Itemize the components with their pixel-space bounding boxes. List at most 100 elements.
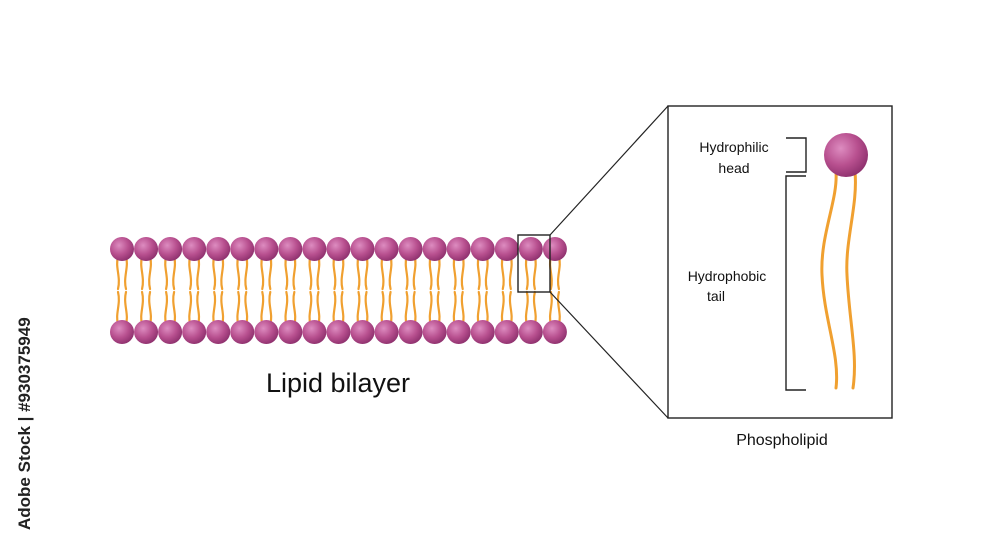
bilayer-tail-top [220,255,225,291]
bilayer-tail-bottom [380,290,385,326]
bilayer-tail-bottom [524,290,529,326]
bilayer-tail-bottom [196,290,201,326]
bilayer-tail-bottom [148,290,152,326]
bilayer-label: Lipid bilayer [266,368,410,398]
bilayer-tail-top [116,255,120,291]
bilayer-head-bottom [350,320,375,344]
bilayer-head-top [494,237,519,261]
bilayer-tail-top [500,255,505,291]
bilayer-head-bottom [326,320,351,344]
bilayer-head-top [422,237,447,261]
bilayer-head-top [398,237,423,261]
bilayer-tail-bottom [188,290,193,326]
bilayer-head-top [470,237,495,261]
bilayer-tail-top [380,255,385,291]
head-bracket [786,137,807,173]
bilayer-head-top [518,237,543,261]
bilayer-head-top [374,237,399,261]
bilayer-tail-top [428,255,433,291]
bilayer-head-bottom [398,320,423,344]
bilayer-tail-bottom [236,290,241,326]
bilayer-tail-bottom [332,290,337,326]
bilayer-tail-bottom [260,290,265,326]
lipid-bilayer [110,237,567,344]
bilayer-tail-top [476,255,481,291]
bilayer-tail-top [556,255,561,291]
head-label-line1: Hydrophilic [699,139,768,155]
phospholipid-head [824,133,868,177]
bilayer-tail-bottom [460,290,465,326]
bilayer-tail-top [148,255,152,291]
tail-label-line1: Hydrophobic [688,268,767,284]
bilayer-head-top [182,237,207,261]
bilayer-tail-bottom [476,290,481,326]
bilayer-tail-top [236,255,241,291]
bilayer-tail-top [508,255,513,291]
bilayer-tail-bottom [508,290,513,326]
bilayer-head-bottom [206,320,231,344]
bilayer-tail-top [404,255,409,291]
bilayer-tails [116,255,561,326]
bilayer-tail-top [332,255,337,291]
bilayer-head-top [230,237,255,261]
bilayer-tail-top [532,255,537,291]
bilayer-head-bottom [182,320,207,344]
head-label-line2: head [718,160,749,176]
bilayer-tail-bottom [500,290,505,326]
bilayer-tail-bottom [452,290,457,326]
bilayer-tail-bottom [212,290,217,326]
bilayer-head-top [158,237,183,261]
bilayer-head-top [110,237,134,261]
phospholipid-tail-left [820,170,839,390]
tail-bracket [785,175,806,391]
bilayer-head-bottom [134,320,159,344]
bilayer-tail-top [484,255,489,291]
bilayer-tail-bottom [316,290,321,326]
bilayer-head-bottom [302,320,327,344]
bilayer-tail-top [524,255,529,291]
bilayer-tail-top [124,255,128,291]
bilayer-tail-bottom [124,290,128,326]
bilayer-head-bottom [446,320,471,344]
bilayer-head-bottom [494,320,519,344]
bilayer-head-bottom [470,320,495,344]
selection-box [517,234,551,293]
tail-label-line2: tail [707,288,725,304]
bilayer-tail-bottom [532,290,537,326]
bilayer-tail-top [188,255,193,291]
bilayer-tail-bottom [164,290,169,326]
bilayer-tail-top [452,255,457,291]
bilayer-head-top [206,237,231,261]
bilayer-head-bottom [158,320,183,344]
zoom-line-top [549,105,669,236]
bilayer-tail-top [388,255,393,291]
bilayer-tail-bottom [356,290,361,326]
bilayer-tail-top [412,255,417,291]
bilayer-head-bottom [110,320,134,344]
bilayer-tail-top [164,255,169,291]
bilayer-head-top [446,237,471,261]
bilayer-tail-bottom [308,290,313,326]
bilayer-tail-top [284,255,289,291]
bilayer-tail-top [196,255,201,291]
bilayer-head-bottom [518,320,543,344]
bilayer-tail-top [212,255,217,291]
bilayer-heads [110,237,567,344]
bilayer-tail-top [364,255,369,291]
bilayer-tail-top [244,255,249,291]
bilayer-tail-top [316,255,321,291]
bilayer-tail-bottom [404,290,409,326]
bilayer-tail-bottom [556,290,561,326]
bilayer-tail-top [172,255,177,291]
bilayer-head-top [326,237,351,261]
bilayer-tail-bottom [116,290,120,326]
bilayer-tail-top [436,255,441,291]
bilayer-tail-top [292,255,297,291]
bilayer-tail-bottom [388,290,393,326]
bilayer-head-top [542,237,567,261]
bilayer-tail-top [356,255,361,291]
bilayer-tail-top [308,255,313,291]
bilayer-tail-bottom [140,290,144,326]
bilayer-tail-top [260,255,265,291]
